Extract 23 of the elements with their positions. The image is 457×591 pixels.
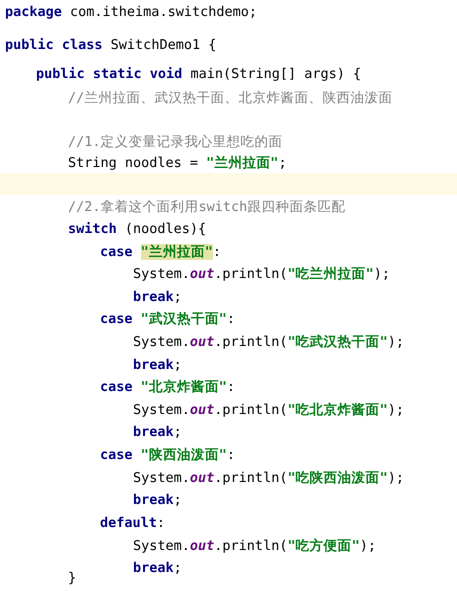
code-line: switch (noodles){ (68, 220, 206, 238)
code-comment: //兰州拉面、武汉热干面、北京炸酱面、陕西油泼面 (68, 89, 392, 107)
code-line: break; (133, 288, 182, 306)
code-line: String noodles = "兰州拉面"; (68, 154, 287, 172)
code-line: break; (133, 423, 182, 441)
code-line: public static void main(String[] args) { (36, 65, 362, 83)
code-line: } (68, 569, 76, 587)
code-comment: //1.定义变量记录我心里想吃的面 (68, 133, 283, 151)
code-line: public class SwitchDemo1 { (5, 36, 216, 54)
code-line: case "武汉热干面": (100, 310, 236, 328)
code-line: default: (100, 514, 166, 532)
code-line: System.out.println("吃兰州拉面"); (133, 265, 390, 283)
code-line: case "陕西油泼面": (100, 446, 236, 464)
code-line: System.out.println("吃北京炸酱面"); (133, 401, 404, 419)
code-line: package com.itheima.switchdemo; (5, 3, 257, 21)
code-line: break; (133, 559, 182, 577)
code-line: System.out.println("吃武汉热干面"); (133, 333, 404, 351)
code-line: System.out.println("吃陕西油泼面"); (133, 469, 404, 487)
code-line: System.out.println("吃方便面"); (133, 537, 376, 555)
code-line: break; (133, 491, 182, 509)
code-line: break; (133, 356, 182, 374)
code-comment: //2.拿着这个面利用switch跟四种面条匹配 (68, 198, 346, 216)
code-line: case "北京炸酱面": (100, 378, 236, 396)
